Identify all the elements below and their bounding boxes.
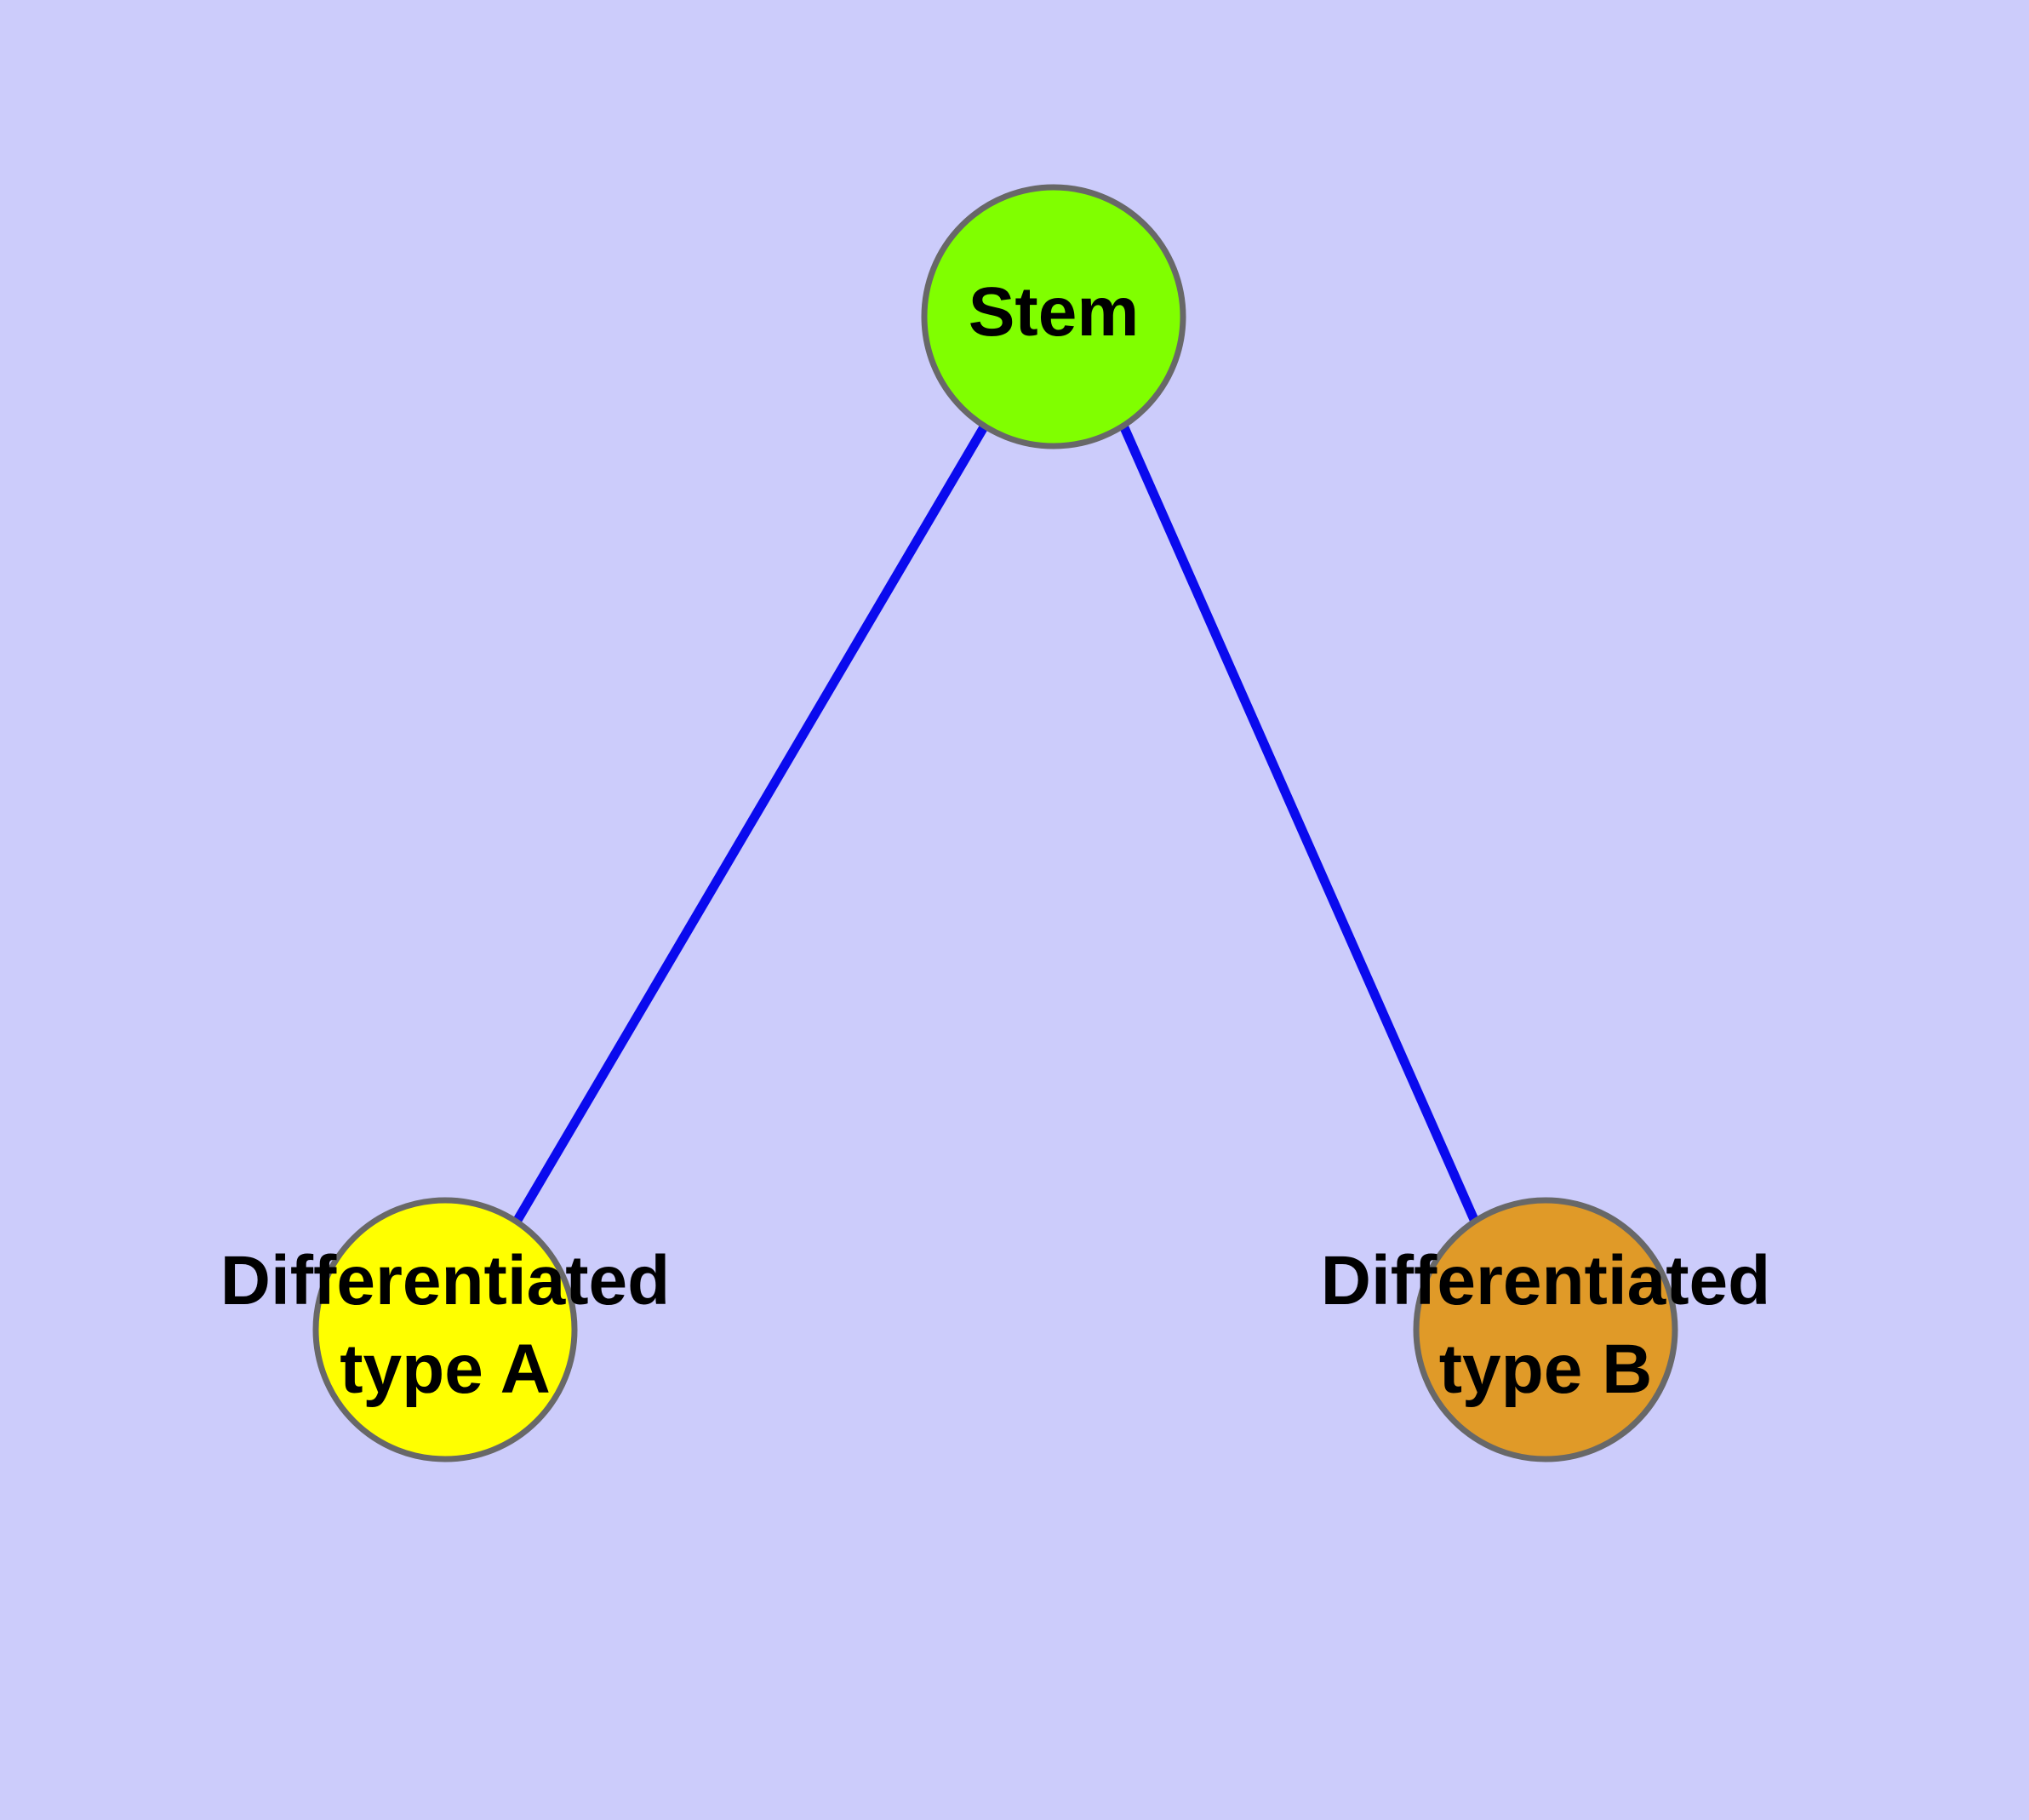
node-label-line: Differentiated (1321, 1242, 1771, 1319)
node-label-line: Differentiated (220, 1242, 671, 1319)
edges-group (512, 423, 1480, 1224)
nodes-group (312, 184, 1678, 1462)
edge-stem-to-a (512, 423, 989, 1224)
node-diff_a[interactable] (312, 1197, 578, 1462)
node-diff_b[interactable] (1413, 1197, 1678, 1462)
node-label-line: type A (340, 1331, 551, 1408)
node-label-stem: Stem (969, 273, 1140, 351)
node-label-line: type B (1439, 1331, 1653, 1408)
node-label-diff_b: Differentiated type B (1321, 1242, 1771, 1408)
edge-stem-to-b (1118, 423, 1480, 1224)
node-stem[interactable] (921, 184, 1186, 449)
node-label-diff_a: Differentiated type A (220, 1242, 671, 1408)
node-label-line: Stem (969, 273, 1140, 351)
